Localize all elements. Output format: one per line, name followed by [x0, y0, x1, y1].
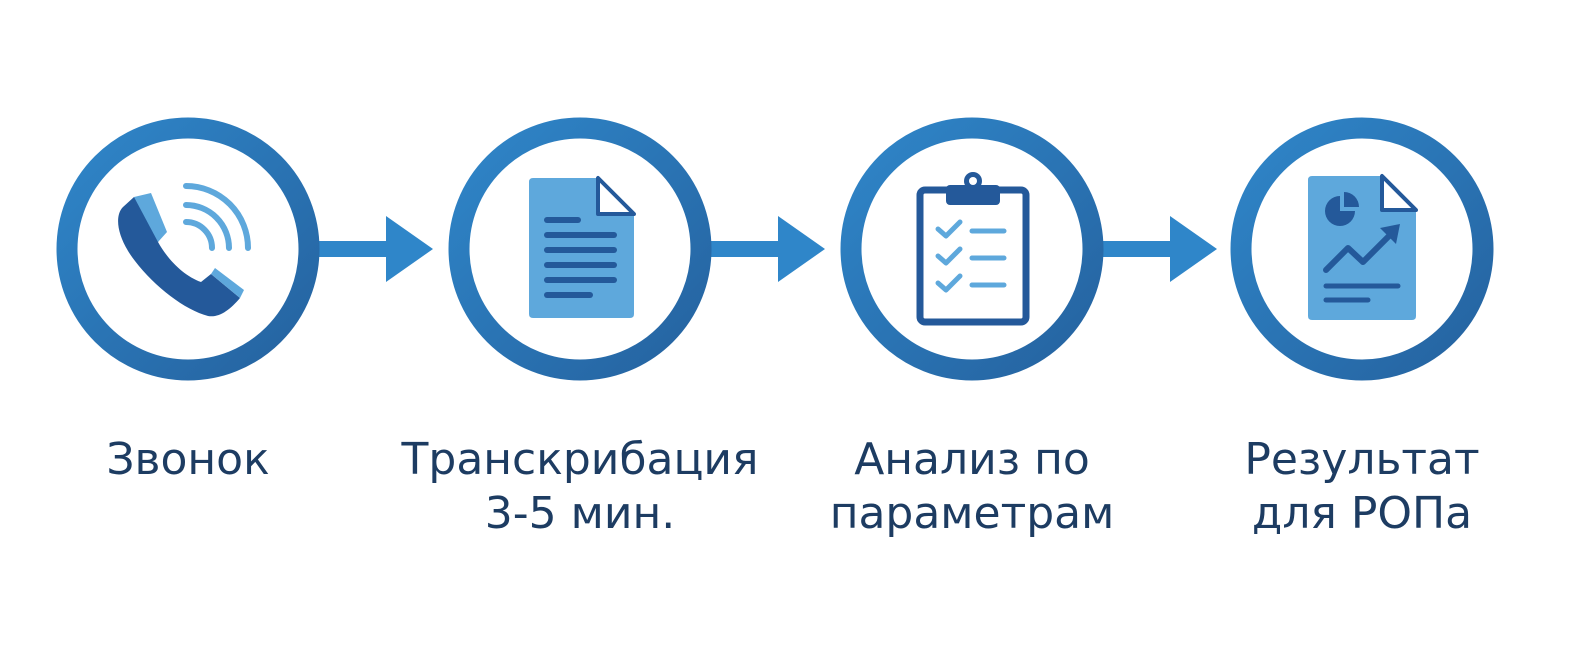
- step-transcription: [448, 117, 712, 381]
- step-ring: [56, 117, 320, 381]
- connector-3: [1102, 216, 1217, 282]
- step-result: [1230, 117, 1494, 381]
- step-label-analysis: Анализ по параметрам: [782, 433, 1162, 541]
- step-analysis: [840, 117, 1104, 381]
- label-line: для РОПа: [1251, 488, 1473, 539]
- arrow-right-icon: [778, 216, 825, 282]
- label-line: Транскрибация: [401, 434, 759, 485]
- step-label-call: Звонок: [0, 433, 378, 487]
- step-label-result: Результат для РОПа: [1172, 433, 1552, 541]
- clipboard-checklist-icon: [916, 172, 1030, 326]
- step-label-transcription: Транскрибация 3-5 мин.: [390, 433, 770, 541]
- phone-icon: [118, 183, 251, 317]
- label-line: Анализ по: [854, 434, 1090, 485]
- arrow-right-icon: [1170, 216, 1217, 282]
- label-line: параметрам: [829, 488, 1115, 539]
- step-call: [56, 117, 320, 381]
- label-line: 3-5 мин.: [484, 488, 676, 539]
- report-chart-icon: [1308, 174, 1418, 320]
- connector-1: [318, 216, 433, 282]
- label-line: Звонок: [106, 434, 270, 485]
- connector-2: [710, 216, 825, 282]
- document-icon: [529, 176, 636, 318]
- arrow-right-icon: [386, 216, 433, 282]
- label-line: Результат: [1244, 434, 1480, 485]
